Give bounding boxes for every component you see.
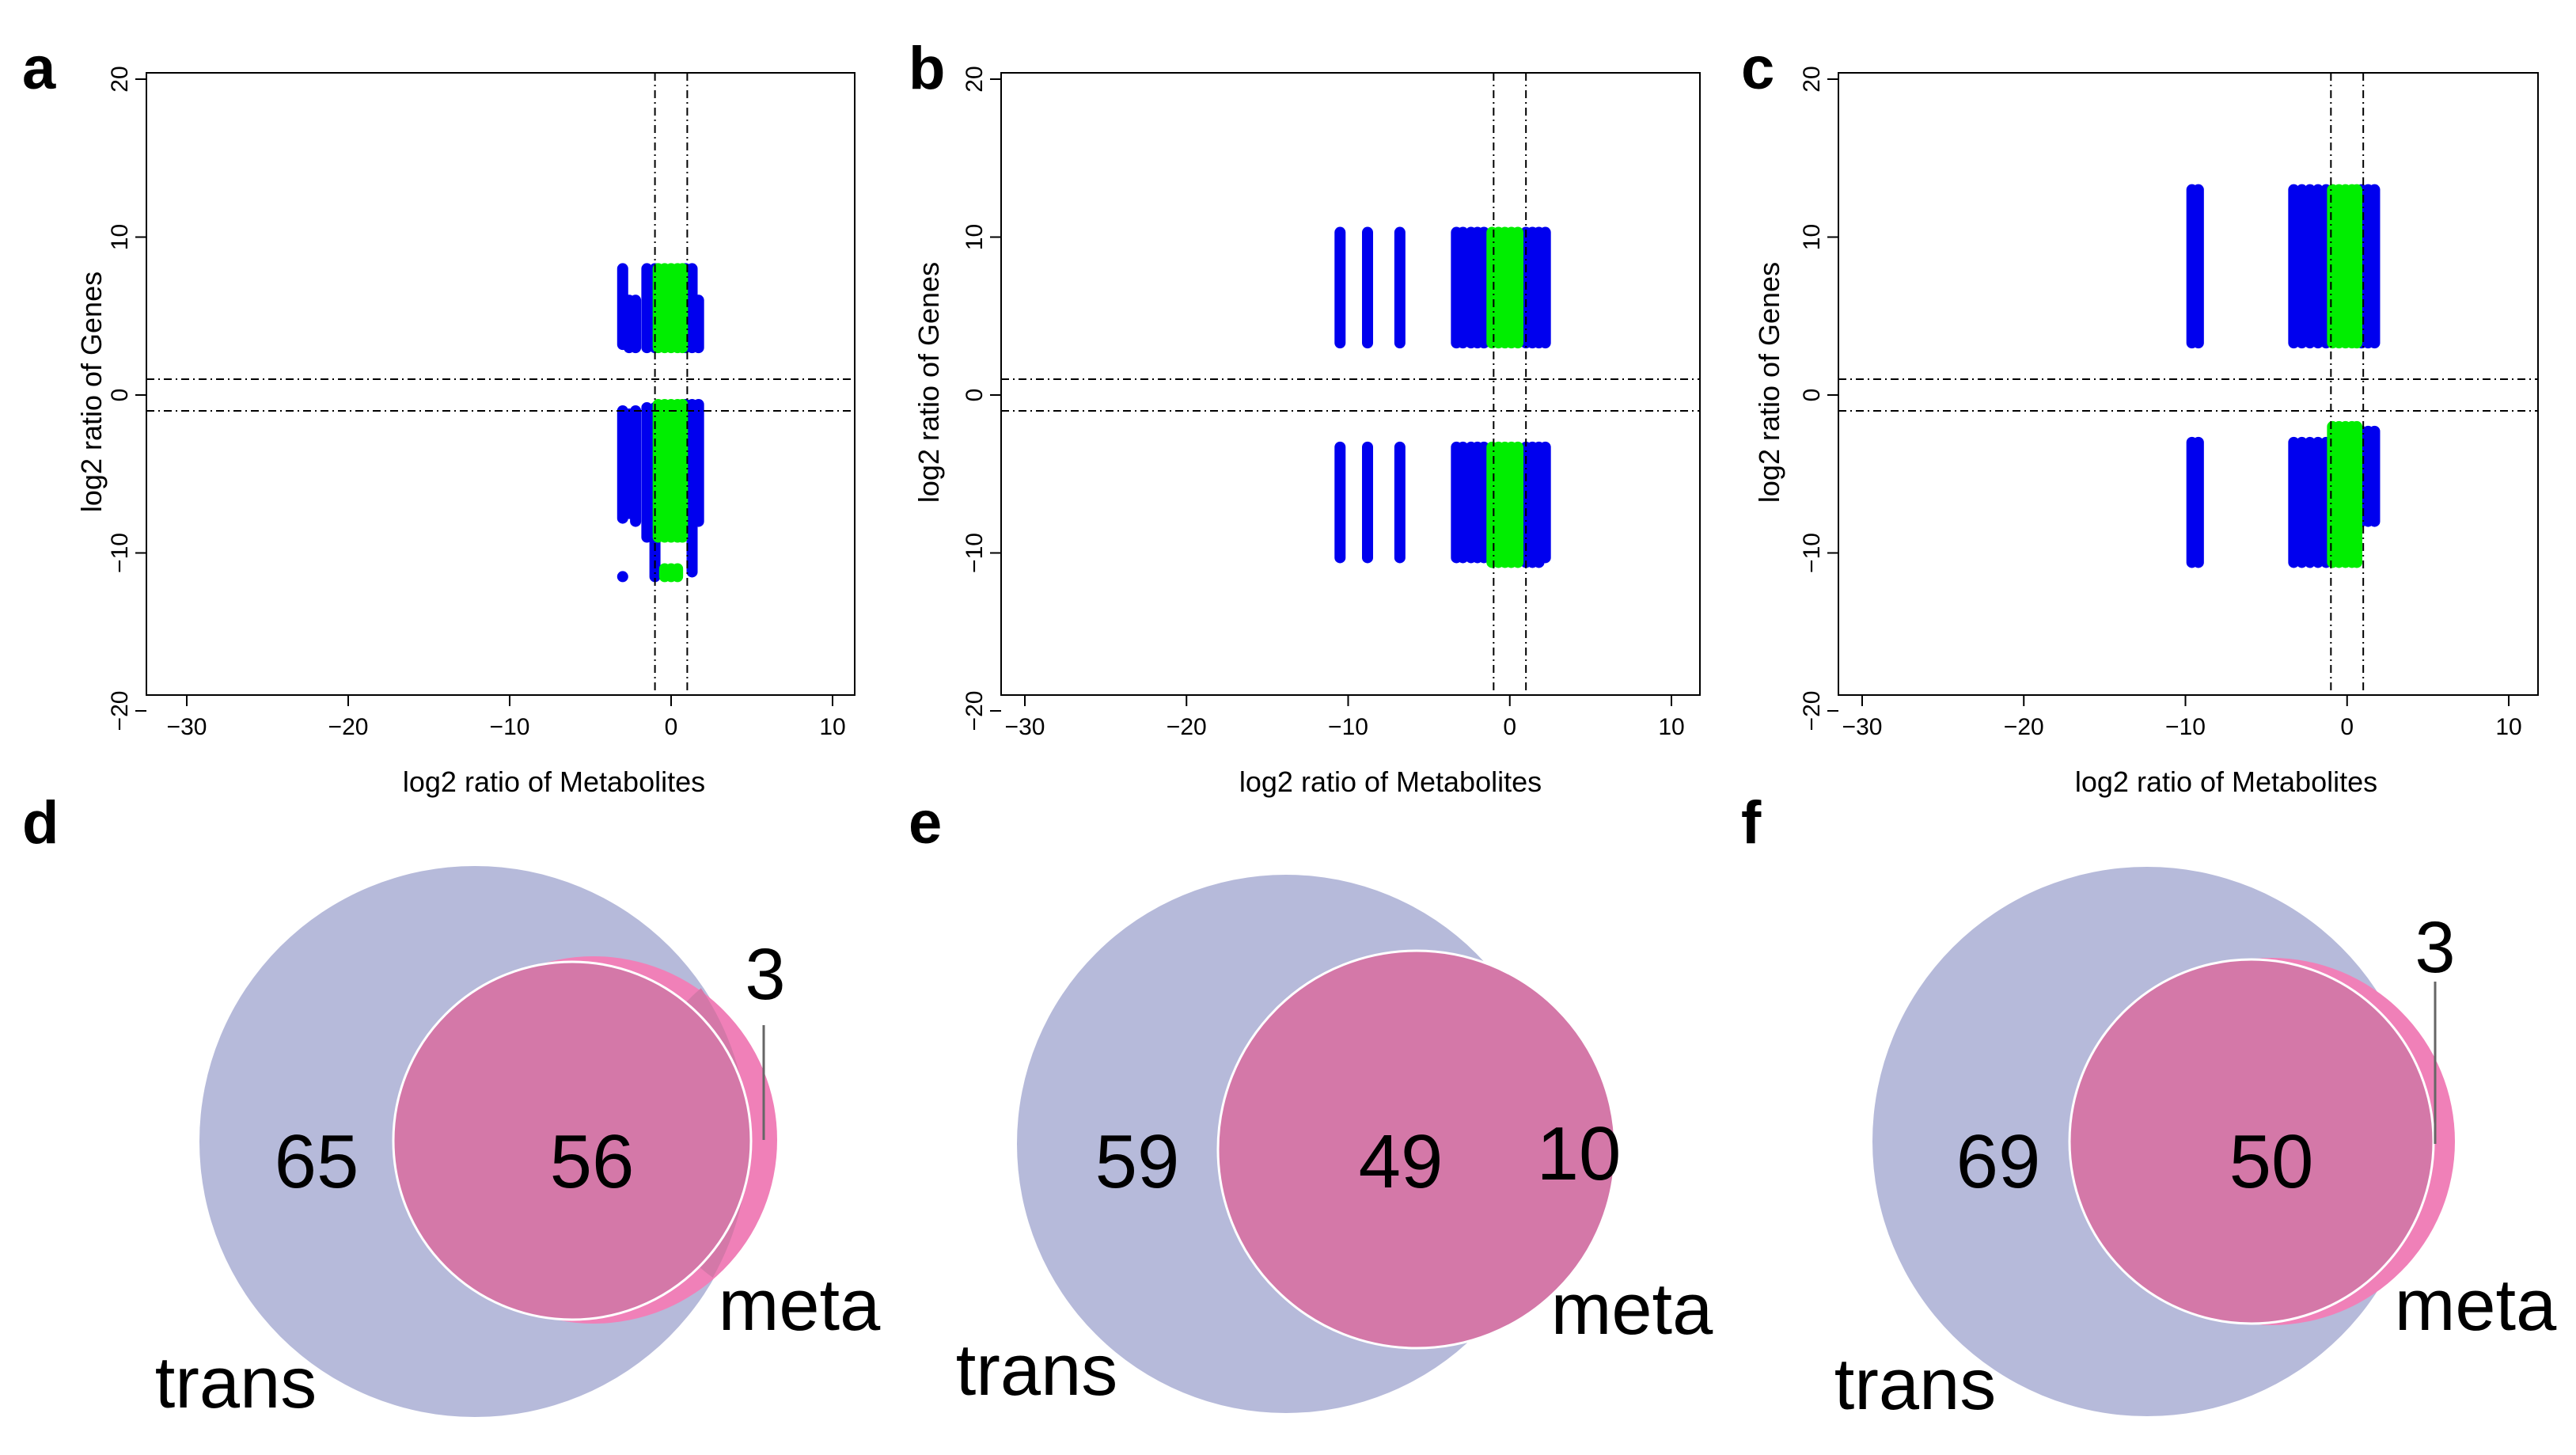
y-tick-label: 10 [107, 224, 133, 250]
panel-b: b −30 −20 −10 0 10 −20 −10 0 10 20 log2 ratio of … [909, 35, 1701, 798]
y-tick-label: 0 [962, 389, 988, 402]
series-blue [1334, 226, 1551, 568]
panel-label-a: a [22, 35, 56, 102]
x-tick-label: −20 [328, 714, 369, 740]
x-tick-label: −20 [1167, 714, 1207, 740]
x-tick-label: 0 [1503, 714, 1516, 740]
x-tick-label: 10 [2495, 714, 2521, 740]
x-tick-label: −30 [167, 714, 207, 740]
meta-set-label-d: meta [719, 1265, 881, 1346]
scatter-plot-b: −30 −20 −10 0 10 −20 −10 0 10 20 [962, 66, 1701, 740]
panel-label-c: c [1741, 35, 1774, 102]
x-axis-label-b: log2 ratio of Metabolites [1239, 765, 1542, 798]
panel-d: d 65 56 3 meta trans [22, 789, 881, 1423]
y-tick-label: −20 [1799, 691, 1825, 731]
meta-set-label-e: meta [1551, 1269, 1713, 1350]
y-tick-label: 10 [962, 224, 988, 250]
overlap-circle-e [1216, 949, 1617, 1350]
panel-e: e 59 49 10 meta trans [909, 789, 1713, 1413]
panel-c: c −30 −20 −10 0 10 −20 −10 0 10 20 log2 ratio of … [1741, 35, 2539, 798]
y-axis-label-a: log2 ratio of Genes [75, 272, 108, 512]
x-axis-label-c: log2 ratio of Metabolites [2075, 765, 2377, 798]
scatter-plot-a: −30 −20 −10 0 10 −20 −10 0 10 20 [107, 66, 856, 740]
series-green [2327, 184, 2363, 568]
y-tick-label: −20 [962, 691, 988, 731]
x-tick-label: 0 [665, 714, 678, 740]
overlap-circle-f [2068, 958, 2435, 1325]
trans-only-count-e: 59 [1095, 1119, 1180, 1204]
y-tick-label: 0 [107, 389, 133, 402]
y-tick-label: 20 [107, 66, 133, 92]
y-tick-label: 20 [962, 66, 988, 92]
x-tick-label: 10 [819, 714, 845, 740]
overlap-count-d: 56 [550, 1119, 635, 1204]
panel-label-b: b [909, 35, 945, 102]
trans-only-count-d: 65 [275, 1119, 359, 1204]
trans-only-count-f: 69 [1956, 1119, 2041, 1204]
y-tick-label: 10 [1799, 224, 1825, 250]
panel-label-f: f [1741, 789, 1762, 857]
series-green [652, 263, 689, 583]
panel-label-d: d [22, 789, 59, 857]
plot-frame [146, 72, 856, 696]
y-tick-label: −10 [1799, 533, 1825, 573]
y-tick-label: −20 [107, 691, 133, 731]
meta-set-label-f: meta [2395, 1265, 2557, 1346]
x-axis-label-a: log2 ratio of Metabolites [403, 765, 705, 798]
panel-label-e: e [909, 789, 942, 857]
y-tick-label: 20 [1799, 66, 1825, 92]
overlap-count-e: 49 [1359, 1119, 1444, 1204]
y-tick-label: −10 [962, 533, 988, 573]
x-tick-label: 0 [2340, 714, 2354, 740]
plot-frame [1838, 72, 2539, 696]
y-tick-label: 0 [1799, 389, 1825, 402]
trans-set-label-f: trans [1834, 1344, 1997, 1425]
x-tick-label: −10 [2165, 714, 2206, 740]
trans-set-label-d: trans [155, 1343, 317, 1423]
trans-set-label-e: trans [956, 1330, 1118, 1411]
x-tick-label: −10 [1328, 714, 1368, 740]
x-tick-label: 10 [1658, 714, 1684, 740]
y-axis-label-b: log2 ratio of Genes [912, 262, 945, 503]
panel-f: f 69 50 3 meta trans [1741, 789, 2557, 1425]
meta-only-count-f: 3 [2415, 907, 2455, 988]
overlap-circle-d [392, 960, 753, 1321]
overlap-count-f: 50 [2229, 1119, 2314, 1204]
meta-only-count-e: 10 [1537, 1111, 1622, 1196]
plot-frame [1000, 72, 1701, 696]
panel-a: a −30 −20 −10 0 10 −20 −10 0 10 20 log2 ratio of … [22, 35, 856, 798]
x-tick-label: −30 [1842, 714, 1883, 740]
x-tick-label: −30 [1005, 714, 1045, 740]
series-green [1486, 226, 1523, 568]
y-axis-label-c: log2 ratio of Genes [1753, 262, 1785, 503]
meta-only-count-d: 3 [745, 934, 785, 1015]
x-tick-label: −20 [2004, 714, 2044, 740]
x-tick-label: −10 [490, 714, 530, 740]
y-tick-label: −10 [107, 533, 133, 573]
scatter-plot-c: −30 −20 −10 0 10 −20 −10 0 10 20 [1799, 66, 2539, 740]
